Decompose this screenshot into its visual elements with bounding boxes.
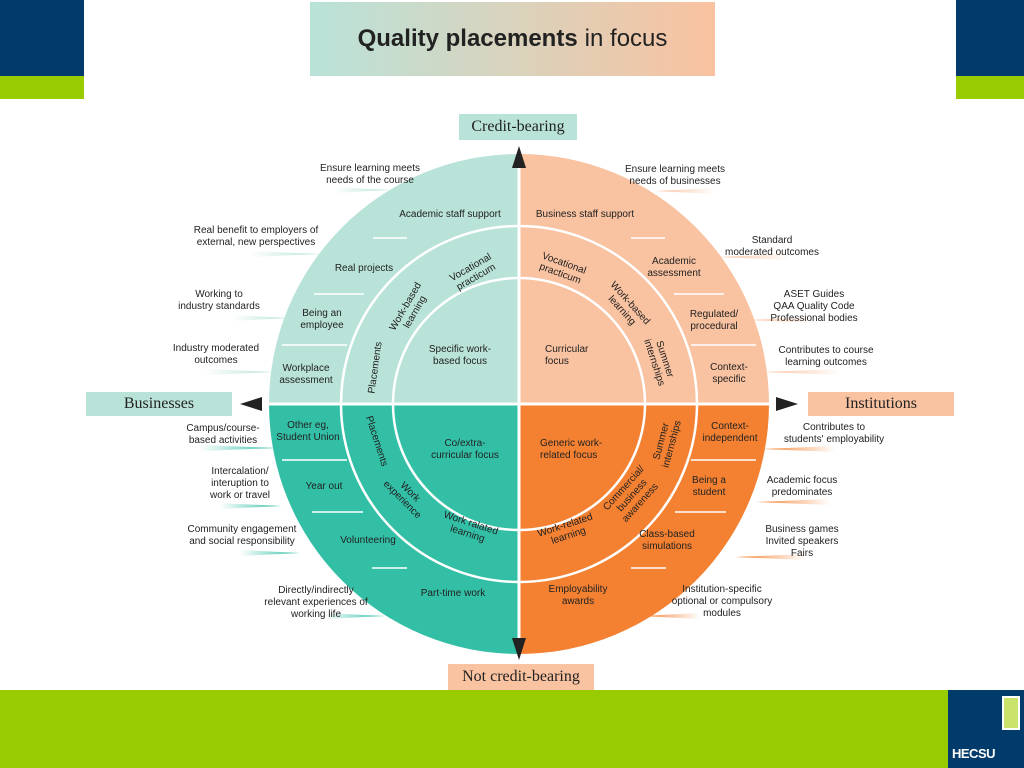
title-rest: in focus [584,25,668,52]
arrow-left-icon [240,397,262,411]
arrow-down-icon [512,638,526,660]
footer-bar [0,690,1024,768]
band-context-specific: Context-specific [710,362,748,385]
logo-mark-icon [1002,696,1020,730]
band-business-staff-support: Business staff support [536,209,634,220]
band-part-time-work: Part-time work [421,588,486,599]
annotation-left-5: Campus/course-based activities [186,423,259,446]
band-other-student-union: Other eg,Student Union [276,420,339,443]
logo-text: HECSU [952,746,996,761]
corner-green-left [0,76,84,99]
band-volunteering: Volunteering [340,535,396,546]
page-title: Quality placements in focus [310,2,715,76]
center-top-left: Specific work-based focus [429,344,491,367]
corner-green-right [956,76,1024,99]
title-bold: Quality placements [357,25,578,52]
band-regulated-procedural: Regulated/procedural [690,309,739,332]
corner-navy-left [0,0,84,76]
band-context-independent: Context-independent [702,421,757,444]
axis-not-credit-bearing: Not credit-bearing [448,664,594,690]
hecsu-logo: HECSU [948,690,1024,768]
axis-credit-bearing: Credit-bearing [459,114,577,140]
band-dividers [282,237,756,569]
band-year-out: Year out [306,481,343,492]
arrow-up-icon [512,146,526,168]
band-real-projects: Real projects [335,263,393,274]
corner-navy-right [956,0,1024,76]
band-academic-staff-support: Academic staff support [399,209,501,220]
axis-businesses: Businesses [86,392,232,416]
center-bottom-right: Generic work-related focus [540,438,602,461]
axis-institutions: Institutions [808,392,954,416]
center-bottom-left: Co/extra-curricular focus [431,438,499,461]
annotation-wedges [200,187,840,619]
arrow-right-icon [776,397,798,411]
ring-tr-vocational: Vocationalpracticum [537,251,588,287]
